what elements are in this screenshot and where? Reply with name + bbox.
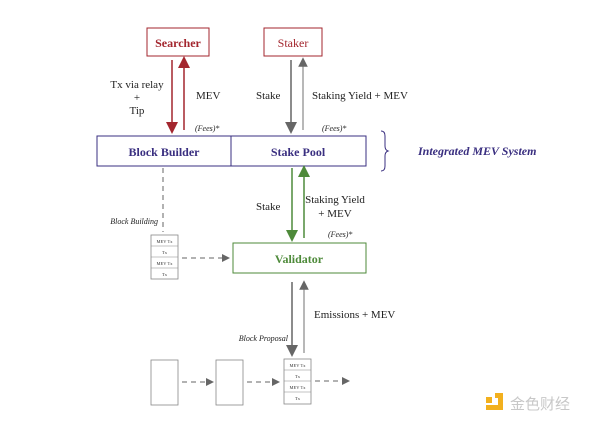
tx-stack-builder: MEV Tx Tx MEV Tx Tx (150, 234, 179, 280)
stake-pool-label: Stake Pool (271, 145, 326, 159)
tx-item: Tx (162, 272, 168, 277)
chain-block-2 (215, 359, 244, 406)
staking-yield-mid-label: Staking Yield (305, 194, 365, 206)
searcher-label: Searcher (155, 36, 201, 50)
tx-item: MEV Tx (290, 385, 307, 390)
tx-item: MEV Tx (157, 261, 174, 266)
tx-plus-label: + (134, 92, 140, 104)
validator-node: Validator (232, 242, 367, 274)
tx-stack-proposed: MEV Tx Tx MEV Tx Tx (283, 358, 312, 405)
fees-label-1: (Fees)* (195, 124, 219, 133)
staking-yield-top-label: Staking Yield + MEV (312, 90, 408, 102)
stake-top-label: Stake (256, 90, 281, 102)
tx-via-relay-label: Tx via relay (110, 79, 164, 91)
watermark-text: 金色财经 (510, 395, 570, 413)
emissions-mev-label: Emissions + MEV (314, 309, 395, 321)
validator-label: Validator (275, 252, 324, 266)
tip-label: Tip (130, 105, 145, 117)
staker-label: Staker (278, 36, 309, 50)
searcher-node: Searcher (146, 27, 210, 57)
mev-label: MEV (196, 90, 221, 102)
tx-item: MEV Tx (157, 239, 174, 244)
integrated-system-box: Block Builder Stake Pool (96, 135, 367, 167)
block-building-label: Block Building (110, 217, 158, 226)
stake-mid-label: Stake (256, 201, 281, 213)
fees-label-3: (Fees)* (328, 230, 352, 239)
fees-label-2: (Fees)* (322, 124, 346, 133)
tx-item: Tx (295, 374, 301, 379)
chain-block-1 (150, 359, 179, 406)
block-proposal-label: Block Proposal (239, 334, 289, 343)
tx-item: Tx (162, 250, 168, 255)
tx-item: MEV Tx (290, 363, 307, 368)
block-builder-label: Block Builder (128, 145, 200, 159)
watermark-logo: 金色财经 (486, 393, 570, 413)
staker-node: Staker (263, 27, 323, 57)
brace-icon (380, 130, 390, 172)
tx-item: Tx (295, 396, 301, 401)
integrated-mev-system-label: Integrated MEV System (417, 144, 536, 158)
staking-yield-mid-label-2: + MEV (318, 208, 351, 220)
